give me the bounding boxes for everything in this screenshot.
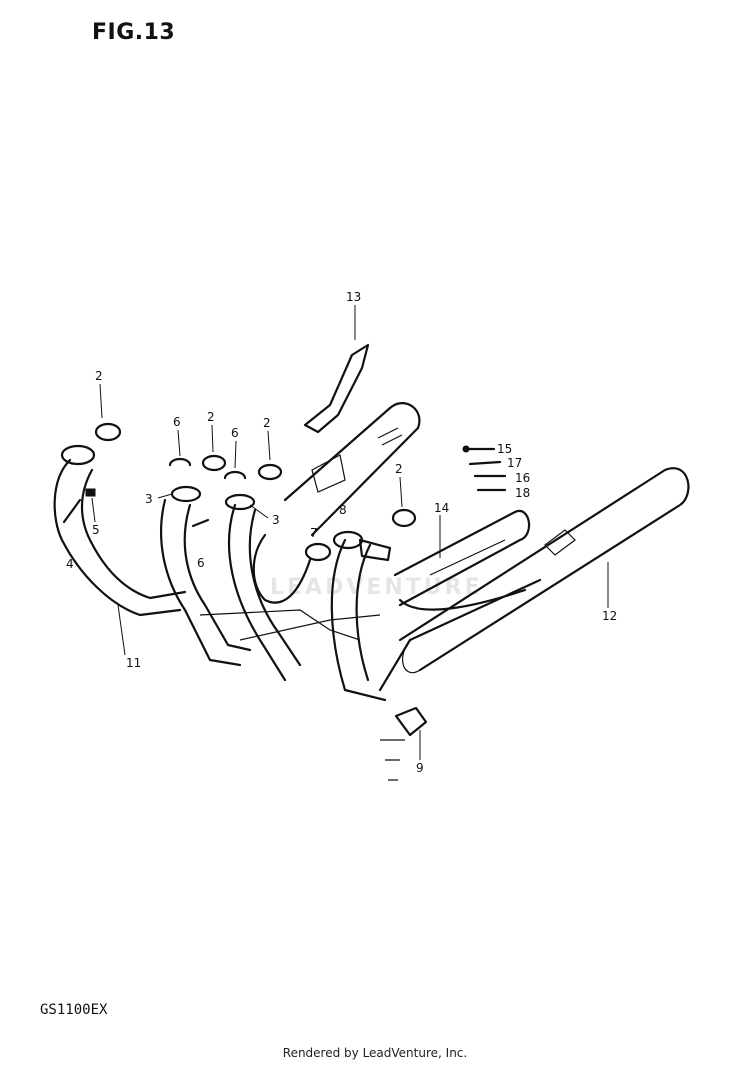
callout-9: 9: [416, 761, 424, 775]
bolt-4: [62, 498, 82, 524]
clamp-3b: [224, 493, 256, 511]
callout-11: 11: [126, 656, 141, 670]
clamp-8: [332, 530, 364, 550]
callout-5: 5: [92, 523, 100, 537]
figure-title: FIG.13: [92, 20, 176, 45]
exhaust-pipe-11: [53, 458, 387, 702]
callout-14: 14: [434, 501, 449, 515]
gasket-2b: [201, 454, 227, 472]
callout-6b: 6: [231, 426, 239, 440]
muffler-upper: [252, 402, 421, 604]
callout-2d: 2: [395, 462, 403, 476]
footer-credit: Rendered by LeadVenture, Inc.: [282, 1046, 468, 1060]
washer-5: [85, 488, 96, 497]
clamp-flange: [60, 444, 96, 466]
cotter-6b: [223, 470, 247, 480]
callout-2c: 2: [263, 416, 271, 430]
callout-6a: 6: [173, 415, 181, 429]
callout-18: 18: [515, 486, 530, 500]
callout-6c: 6: [197, 556, 205, 570]
muffler-12: [378, 467, 690, 692]
clamp-3a: [170, 485, 202, 503]
clamp-9: [394, 706, 428, 737]
cotter-6c: [191, 518, 210, 528]
cotter-6a: [168, 457, 192, 467]
callout-12: 12: [602, 609, 617, 623]
muffler-bracket-13: [303, 343, 370, 434]
callout-3a: 3: [145, 492, 153, 506]
gasket-2d: [391, 508, 417, 528]
callout-16: 16: [515, 471, 530, 485]
model-code: GS1100EX: [40, 1002, 108, 1018]
clamp-8b: [358, 538, 392, 562]
callout-8: 8: [339, 503, 347, 517]
callout-15: 15: [497, 442, 512, 456]
callout-7: 7: [310, 526, 318, 540]
washer-17: [468, 460, 502, 466]
callout-2a: 2: [95, 369, 103, 383]
callout-4: 4: [66, 557, 74, 571]
callout-3b: 3: [272, 513, 280, 527]
callout-2b: 2: [207, 410, 215, 424]
joint-7: [304, 542, 332, 562]
gasket-2a: [94, 422, 122, 442]
watermark: LEADVENTURE: [270, 575, 483, 600]
callout-17: 17: [507, 456, 522, 470]
gasket-2c: [257, 463, 283, 481]
callout-13: 13: [346, 290, 361, 304]
